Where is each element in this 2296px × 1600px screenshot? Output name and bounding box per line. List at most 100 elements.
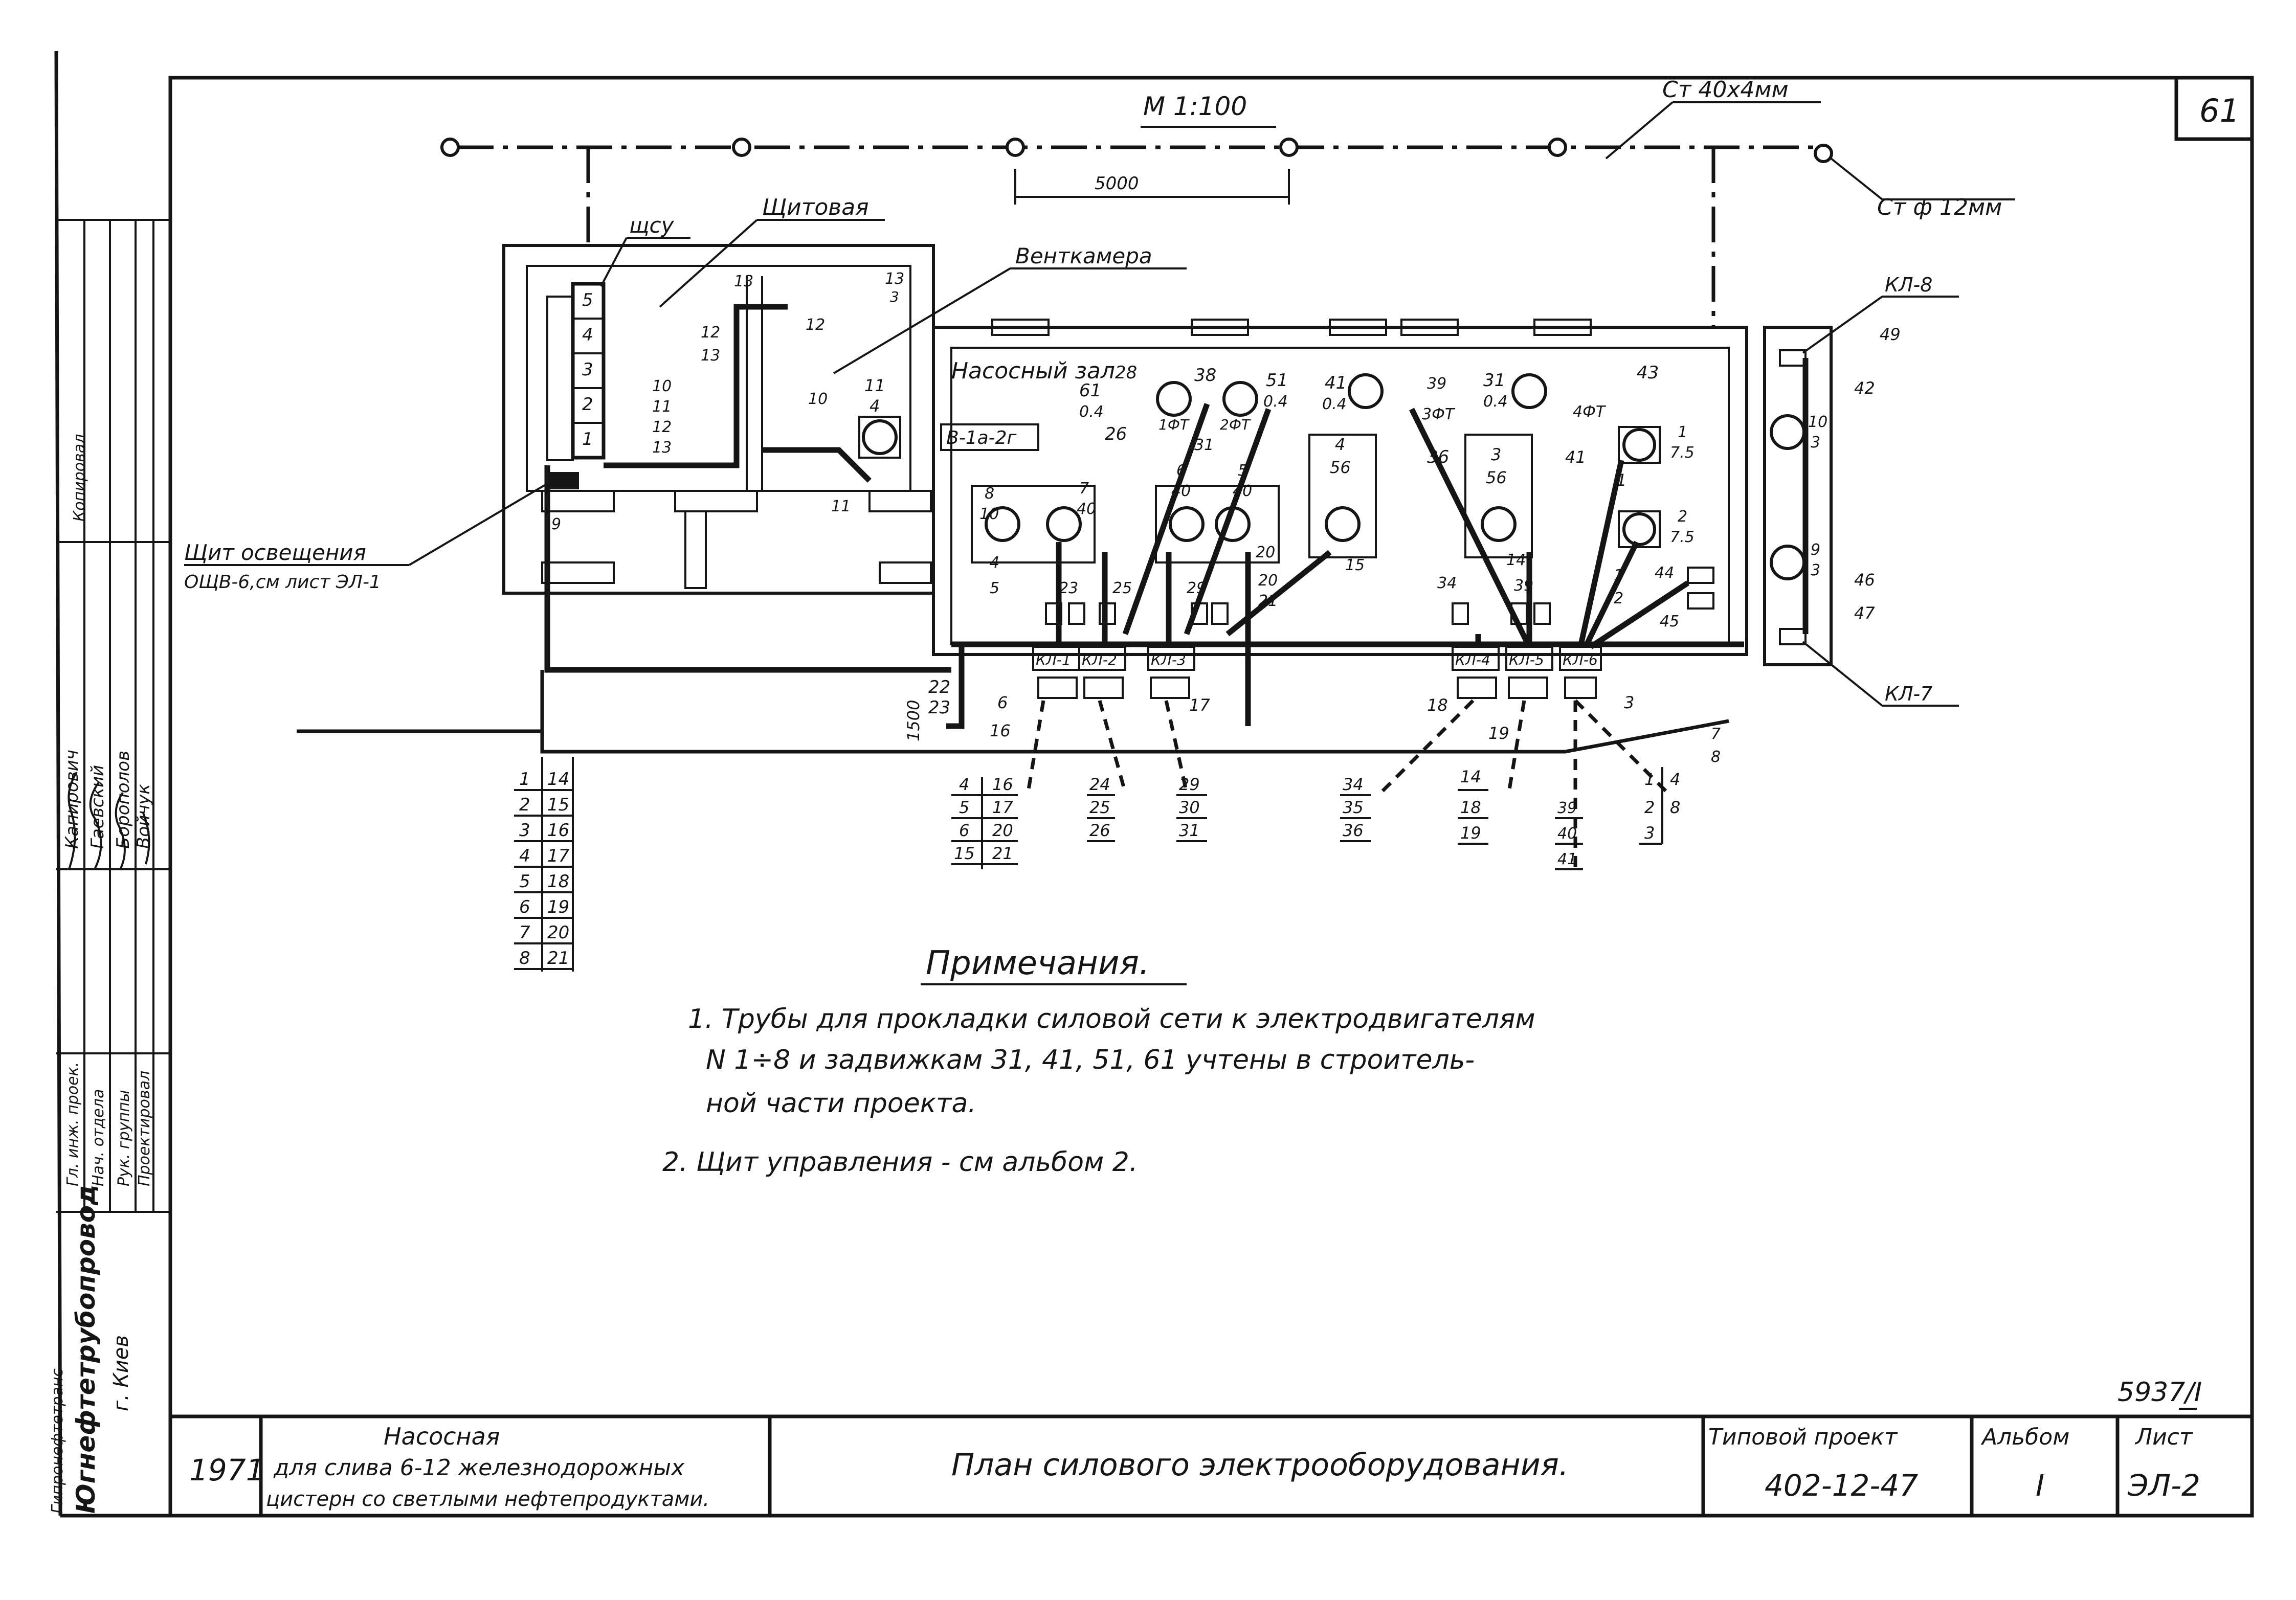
motor-9 bbox=[1770, 545, 1805, 580]
motor-3 bbox=[1481, 506, 1517, 542]
label-19: 19 bbox=[1488, 724, 1509, 743]
label-1ft: 1ФТ bbox=[1158, 416, 1190, 433]
label-12: 12 bbox=[701, 324, 720, 342]
panel-cell-1: 1 bbox=[582, 429, 593, 449]
motor-7 bbox=[1046, 506, 1082, 542]
table-b-r3c2: 20 bbox=[992, 821, 1013, 840]
table-h-r1c1: 1 bbox=[1644, 770, 1655, 789]
organization-line1: Гипронефтетранс bbox=[49, 1368, 66, 1514]
label-8: 8 bbox=[985, 485, 994, 503]
label-23: 23 bbox=[1059, 579, 1078, 597]
fan-2ft bbox=[1222, 381, 1258, 417]
label-2b: 2 bbox=[1614, 590, 1623, 607]
room-switchboard: Щитовая bbox=[762, 194, 869, 220]
label-9b: 9 bbox=[1811, 541, 1820, 559]
stack-e: 34 35 36 bbox=[1340, 775, 1371, 842]
label-17: 17 bbox=[1189, 695, 1210, 715]
role-group-lead: Рук. группы bbox=[115, 1090, 133, 1186]
table-h-r2c1: 2 bbox=[1644, 798, 1655, 817]
note-1-line1: 1. Трубы для прокладки силовой сети к эл… bbox=[688, 1004, 1535, 1034]
label-29: 29 bbox=[1187, 579, 1206, 597]
label-4m: 4 bbox=[1335, 435, 1345, 454]
table-left-r6c1: 6 bbox=[519, 897, 530, 917]
stack-f-2: 18 bbox=[1460, 798, 1481, 817]
room-pump-hall-class: В-1а-2г bbox=[946, 427, 1017, 448]
stack-d: 29 30 31 bbox=[1176, 775, 1207, 842]
label-04b: 0.4 bbox=[1079, 403, 1104, 421]
label-15: 15 bbox=[1345, 556, 1365, 574]
cable-post-kl5: КЛ-5 bbox=[1509, 651, 1544, 668]
label-45: 45 bbox=[1660, 613, 1679, 630]
role-department-head: Нач. отдела bbox=[90, 1089, 107, 1186]
label-13c: 13 bbox=[885, 270, 904, 288]
label-14: 14 bbox=[1506, 551, 1526, 569]
label-23b: 23 bbox=[928, 697, 950, 718]
table-left-r8c2: 21 bbox=[547, 948, 569, 968]
stack-e-2: 35 bbox=[1343, 798, 1364, 817]
label-26: 26 bbox=[1105, 424, 1127, 444]
room-fan-chamber: Венткамера bbox=[1015, 243, 1152, 268]
stack-g-2: 40 bbox=[1557, 825, 1577, 843]
notes: Примечания. 1. Трубы для прокладки силов… bbox=[662, 944, 1535, 1178]
stack-f-3: 19 bbox=[1460, 823, 1481, 843]
label-6: 6 bbox=[1176, 462, 1186, 480]
stack-g-1: 39 bbox=[1557, 799, 1577, 817]
stack-g: 39 40 41 bbox=[1555, 799, 1583, 870]
label-25: 25 bbox=[1112, 579, 1132, 597]
label-4b: 4 bbox=[870, 396, 880, 416]
label-47: 47 bbox=[1854, 603, 1875, 623]
table-left-r2c1: 2 bbox=[519, 795, 530, 815]
label-22: 22 bbox=[928, 677, 950, 697]
dimension-1500: 1500 bbox=[904, 700, 923, 741]
table-h-r2c2: 8 bbox=[1670, 798, 1680, 817]
schu-panel: 1 2 3 4 5 щсу bbox=[546, 213, 690, 489]
sheet-number: 61 bbox=[2199, 92, 2240, 129]
label-31: 31 bbox=[1194, 436, 1214, 454]
label-39b: 39 bbox=[1514, 577, 1533, 595]
note-1-line3: ной части проекта. bbox=[706, 1088, 976, 1119]
label-40: 40 bbox=[1077, 500, 1096, 518]
name-group-lead: Борополов bbox=[113, 751, 133, 849]
label-1m: 1 bbox=[1678, 423, 1687, 441]
label-36: 36 bbox=[1427, 447, 1449, 467]
spacing-dimension: 5000 bbox=[1095, 173, 1139, 194]
label-04a: 0.4 bbox=[1263, 393, 1288, 411]
organization-line2: Югнефтетрубопровод bbox=[71, 1185, 101, 1514]
label-41: 41 bbox=[1325, 373, 1347, 393]
table-left-r3c1: 3 bbox=[519, 820, 530, 841]
title-album-number: I bbox=[2036, 1468, 2044, 1503]
table-b-r2c1: 5 bbox=[959, 798, 969, 817]
label-40c: 40 bbox=[1233, 482, 1252, 500]
label-3m: 3 bbox=[1491, 445, 1501, 464]
label-3b: 3 bbox=[1811, 434, 1820, 452]
table-left-r5c1: 5 bbox=[519, 871, 530, 892]
label-11: 11 bbox=[864, 376, 885, 395]
stack-d-1: 29 bbox=[1179, 775, 1200, 794]
strip-label: Ст 40х4мм bbox=[1662, 77, 1789, 103]
motor-6 bbox=[1169, 506, 1205, 542]
motor-1 bbox=[1622, 428, 1656, 462]
lighting-board-callout: Щит освещения ОЩВ-6,см лист ЭЛ-1 bbox=[184, 480, 553, 593]
table-left-r8c1: 8 bbox=[519, 948, 530, 968]
panel-cell-2: 2 bbox=[582, 394, 593, 415]
cable-post-kl3: КЛ-3 bbox=[1151, 651, 1186, 668]
title-album-header: Альбом bbox=[1980, 1424, 2069, 1450]
table-h-r3c1: 3 bbox=[1644, 823, 1655, 843]
label-6b: 6 bbox=[997, 693, 1008, 712]
label-7-5: 7.5 bbox=[1670, 444, 1695, 462]
label-7b: 7 bbox=[1711, 725, 1721, 743]
motor-10 bbox=[1770, 414, 1805, 450]
motor-4 bbox=[1325, 506, 1361, 542]
label-11c: 11 bbox=[831, 498, 851, 515]
lighting-board-ref: ОЩВ-6,см лист ЭЛ-1 bbox=[184, 572, 381, 593]
label-46: 46 bbox=[1854, 570, 1875, 590]
label-16: 16 bbox=[990, 721, 1011, 740]
label-56b: 56 bbox=[1486, 468, 1507, 487]
note-2: 2. Щит управления - см альбом 2. bbox=[662, 1147, 1138, 1178]
label-21: 21 bbox=[1258, 592, 1278, 610]
stack-f: 14 18 19 bbox=[1458, 767, 1488, 845]
stack-d-2: 30 bbox=[1179, 798, 1200, 817]
title-project-header: Типовой проект bbox=[1708, 1424, 1898, 1450]
label-40b: 40 bbox=[1171, 482, 1191, 500]
